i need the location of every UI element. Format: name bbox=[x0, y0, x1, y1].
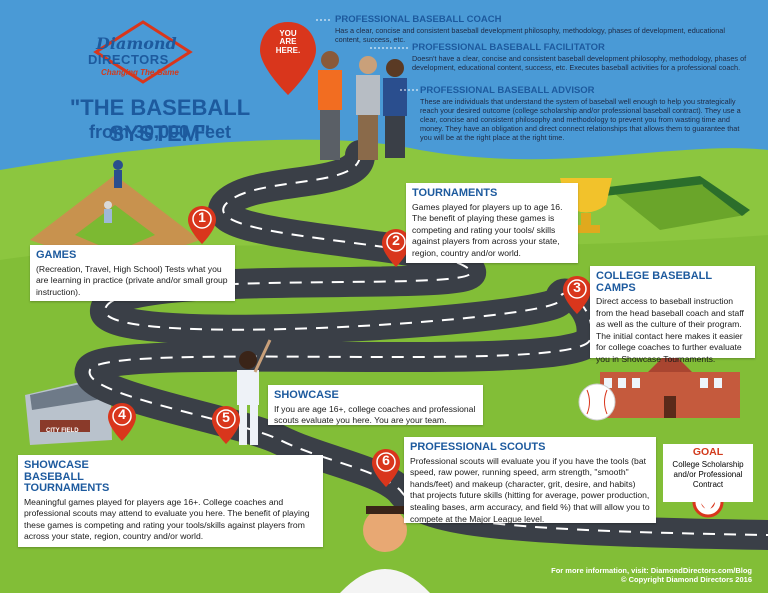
step-5-showcase: SHOWCASE If you are age 16+, college coa… bbox=[268, 385, 483, 425]
step-1-pin: 1 bbox=[187, 205, 217, 245]
page-title: "THE BASEBALL SYSTEM" bbox=[69, 95, 251, 146]
scout-icon bbox=[340, 506, 430, 593]
logo-wordmark-top: Diamond bbox=[96, 34, 177, 53]
goal-pointer bbox=[700, 502, 715, 512]
you-are-here-pin-icon bbox=[260, 22, 316, 95]
batter-player-icon bbox=[237, 339, 272, 445]
step-6-pin: 6 bbox=[371, 448, 401, 488]
step-3-text: Direct access to baseball instruction fr… bbox=[596, 296, 744, 365]
step-6-title: PROFESSIONAL SCOUTS bbox=[410, 441, 546, 453]
logo-diamond-icon bbox=[93, 20, 193, 84]
step-1-text: (Recreation, Travel, High School) Tests … bbox=[36, 263, 228, 297]
step-2-text: Games played for players up to age 16. T… bbox=[412, 201, 563, 258]
stadium-icon bbox=[600, 176, 750, 230]
step-4-pin: 4 bbox=[107, 402, 137, 442]
role-facilitator-text: Doesn't have a clear, concise and consis… bbox=[412, 53, 747, 72]
step-1-title: GAMES bbox=[36, 249, 77, 261]
role-facilitator: PROFESSIONAL BASEBALL FACILITATOR Doesn'… bbox=[412, 42, 752, 72]
step-6-professional-scouts: PROFESSIONAL SCOUTS Professional scouts … bbox=[404, 437, 656, 524]
logo-tagline: Changing The Game bbox=[101, 68, 179, 77]
step-2-pin: 2 bbox=[381, 228, 411, 268]
role-coach-text: Has a clear, concise and consistent base… bbox=[335, 25, 725, 44]
step-4-title: SHOWCASE BASEBALL TOURNAMENTS bbox=[24, 459, 110, 495]
step-4-text: Meaningful games played for players age … bbox=[24, 496, 310, 542]
footer-more-info: For more information, visit: DiamondDire… bbox=[551, 565, 752, 575]
college-building-icon bbox=[578, 350, 740, 421]
goal-title: GOAL bbox=[692, 446, 724, 458]
page-subtitle: from 30,000 Feet bbox=[88, 122, 232, 142]
step-3-college-camps: COLLEGE BASEBALL CAMPS Direct access to … bbox=[590, 266, 755, 364]
logo-wordmark-bottom: DIRECTORS bbox=[88, 52, 169, 67]
role-connectors bbox=[316, 19, 418, 91]
step-1-number: 1 bbox=[198, 209, 206, 225]
step-2-title: TOURNAMENTS bbox=[412, 187, 498, 199]
step-6-number: 6 bbox=[382, 452, 390, 468]
goal-text: College Scholarship and/or Professional … bbox=[672, 459, 744, 490]
role-coach-title: PROFESSIONAL BASEBALL COACH bbox=[335, 14, 502, 25]
footer: For more information, visit: DiamondDire… bbox=[551, 566, 752, 586]
role-advisor: PROFESSIONAL BASEBALL ADVISOR These are … bbox=[420, 85, 750, 142]
you-are-here-line-3: HERE. bbox=[275, 45, 301, 55]
step-2-number: 2 bbox=[392, 232, 400, 248]
you-are-here-line-2: ARE bbox=[279, 37, 297, 47]
step-1-games: GAMES (Recreation, Travel, High School) … bbox=[30, 245, 235, 301]
role-facilitator-title: PROFESSIONAL BASEBALL FACILITATOR bbox=[412, 42, 605, 53]
step-3-number: 3 bbox=[573, 279, 581, 295]
city-field-sign: CITY FIELD bbox=[46, 428, 79, 434]
step-3-pin: 3 bbox=[562, 275, 592, 315]
step-6-text: Professional scouts will evaluate you if… bbox=[410, 455, 650, 524]
footer-copyright: © Copyright Diamond Directors 2016 bbox=[621, 575, 752, 585]
coaches-group-icon bbox=[318, 51, 407, 160]
step-3-title: COLLEGE BASEBALL CAMPS bbox=[596, 270, 712, 294]
role-advisor-title: PROFESSIONAL BASEBALL ADVISOR bbox=[420, 85, 595, 96]
step-5-title: SHOWCASE bbox=[274, 389, 339, 401]
step-5-text: If you are age 16+, college coaches and … bbox=[274, 403, 476, 426]
you-are-here-label: YOU ARE HERE. bbox=[264, 29, 312, 55]
role-advisor-text: These are individuals that understand th… bbox=[420, 96, 741, 143]
role-coach: PROFESSIONAL BASEBALL COACH Has a clear,… bbox=[335, 14, 745, 44]
step-5-number: 5 bbox=[222, 409, 230, 425]
goal-box: GOAL College Scholarship and/or Professi… bbox=[663, 444, 753, 502]
step-2-tournaments: TOURNAMENTS Games played for players up … bbox=[406, 183, 578, 263]
step-4-number: 4 bbox=[118, 406, 126, 422]
you-are-here-line-1: YOU bbox=[279, 29, 297, 38]
step-5-pin: 5 bbox=[211, 405, 241, 445]
step-4-showcase-tournaments: SHOWCASE BASEBALL TOURNAMENTS Meaningful… bbox=[18, 455, 323, 547]
